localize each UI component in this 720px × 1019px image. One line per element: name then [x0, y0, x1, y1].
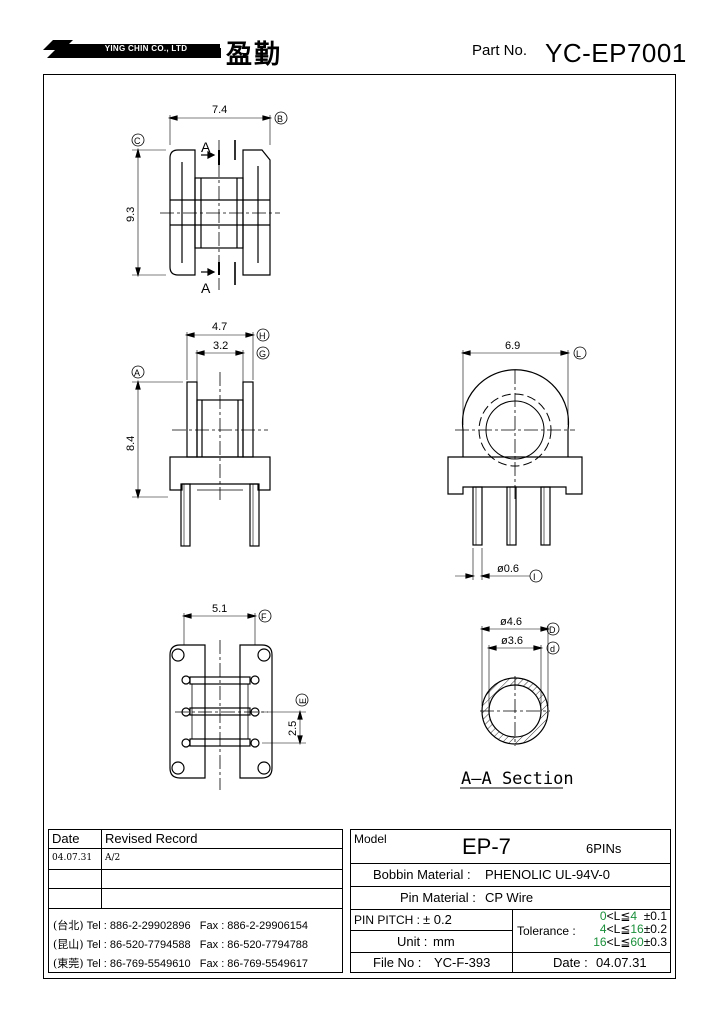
dim-top-width: 7.4 — [212, 104, 227, 116]
revision-date: 04.07.31 — [49, 849, 102, 869]
ref-c: C — [134, 136, 141, 146]
tolerance-label: Tolerance : — [517, 924, 576, 938]
file-date-row: File No : YC-F-393 Date : 04.07.31 — [351, 952, 670, 972]
pitch-value: ± 0.2 — [423, 912, 452, 927]
ref-g: G — [259, 349, 266, 359]
section-title: A–A Section — [461, 769, 574, 789]
contact-taipei: (台北) Tel : 886-2-29902896 Fax : 886-2-29… — [53, 919, 309, 932]
ref-d-upper: D — [549, 625, 556, 635]
revision-record-header: Revised Record — [105, 831, 198, 846]
pin-material-label: Pin Material : — [400, 890, 476, 905]
unit-label: Unit : — [397, 934, 428, 949]
revision-header-row: Date Revised Record — [49, 830, 342, 849]
tolerance-row: 0<L≦4 ±0.1 — [599, 909, 667, 923]
dim-section-inner: ø3.6 — [501, 635, 523, 647]
pin-count: 6PINs — [586, 841, 622, 856]
part-number: YC-EP7001 — [545, 38, 687, 68]
contact-dongguan: (東莞) Tel : 86-769-5549610 Fax : 86-769-5… — [53, 957, 309, 970]
tolerance-row: 16<L≦60±0.3 — [593, 935, 667, 949]
tolerance-row: 4<L≦16±0.2 — [599, 922, 667, 936]
date-value: 04.07.31 — [596, 955, 647, 970]
dim-top-height: 9.3 — [125, 207, 137, 222]
dim-bottom-width: 5.1 — [212, 603, 227, 615]
drawing-frame — [43, 74, 676, 979]
dim-side-height: 8.4 — [125, 436, 137, 451]
side-view — [131, 328, 271, 547]
company-name-cn: 盈勤 — [226, 40, 283, 70]
dim-side-outer: 4.7 — [212, 321, 227, 333]
section-view — [460, 622, 563, 789]
dim-side-inner: 3.2 — [213, 340, 228, 352]
title-header: YING CHIN CO., LTD 盈勤 Part No. YC-EP7001 — [0, 0, 720, 75]
bobbin-value: PHENOLIC UL-94V-0 — [485, 867, 610, 882]
contact-kunshan: (昆山) Tel : 86-520-7794588 Fax : 86-520-7… — [53, 938, 309, 951]
revision-row-empty — [49, 889, 342, 909]
top-view — [131, 111, 288, 290]
pitch-label: PIN PITCH : — [354, 913, 421, 927]
ref-l: L — [576, 349, 581, 359]
revision-block: Date Revised Record 04.07.31 A/2 (台北) Te… — [48, 829, 343, 973]
unit-value: mm — [433, 934, 455, 949]
pin-pitch-row: PIN PITCH : ± 0.2 — [351, 910, 512, 931]
revision-row-empty — [49, 870, 342, 889]
spec-block: Model EP-7 6PINs Bobbin Material : PHENO… — [350, 829, 671, 973]
revision-row: 04.07.31 A/2 — [49, 849, 342, 870]
tolerance-cell: Tolerance : 0<L≦4 ±0.1 4<L≦16±0.2 16<L≦6… — [513, 910, 670, 952]
file-label: File No : — [373, 955, 422, 970]
ref-d-lower: d — [550, 644, 555, 654]
ref-i: I — [533, 572, 536, 582]
company-name-en: YING CHIN CO., LTD — [72, 44, 220, 54]
revision-record: A/2 — [105, 853, 121, 863]
ref-e: E — [298, 698, 308, 704]
ref-a: A — [134, 368, 140, 378]
model-row: Model EP-7 6PINs — [351, 830, 670, 864]
tolerance-list: 0<L≦4 ±0.1 4<L≦16±0.2 16<L≦60±0.3 — [593, 910, 667, 949]
part-no-label: Part No. — [472, 42, 528, 59]
dim-pin-pitch: 2.5 — [287, 721, 299, 736]
front-view — [447, 346, 587, 583]
dim-front-width: 6.9 — [505, 340, 520, 352]
ref-b: B — [277, 114, 283, 124]
revision-date-header: Date — [49, 830, 102, 848]
bottom-view — [169, 609, 309, 790]
ref-f: F — [261, 612, 267, 622]
file-value: YC-F-393 — [434, 955, 491, 970]
section-mark-bottom: A — [201, 280, 211, 296]
dim-section-outer: ø4.6 — [500, 616, 522, 628]
pitch-unit-cell: PIN PITCH : ± 0.2 Unit : mm — [351, 910, 513, 952]
dim-pin-dia: ø0.6 — [497, 563, 519, 575]
bobbin-material-row: Bobbin Material : PHENOLIC UL-94V-0 — [351, 864, 670, 887]
ref-h: H — [259, 331, 266, 341]
bobbin-label: Bobbin Material : — [373, 867, 471, 882]
section-mark-top: A — [201, 139, 211, 155]
model-value: EP-7 — [462, 834, 511, 859]
pin-material-row: Pin Material : CP Wire — [351, 887, 670, 910]
pin-material-value: CP Wire — [485, 890, 534, 905]
date-label: Date : — [553, 955, 588, 970]
model-label: Model — [354, 832, 387, 846]
unit-row: Unit : mm — [351, 931, 512, 952]
